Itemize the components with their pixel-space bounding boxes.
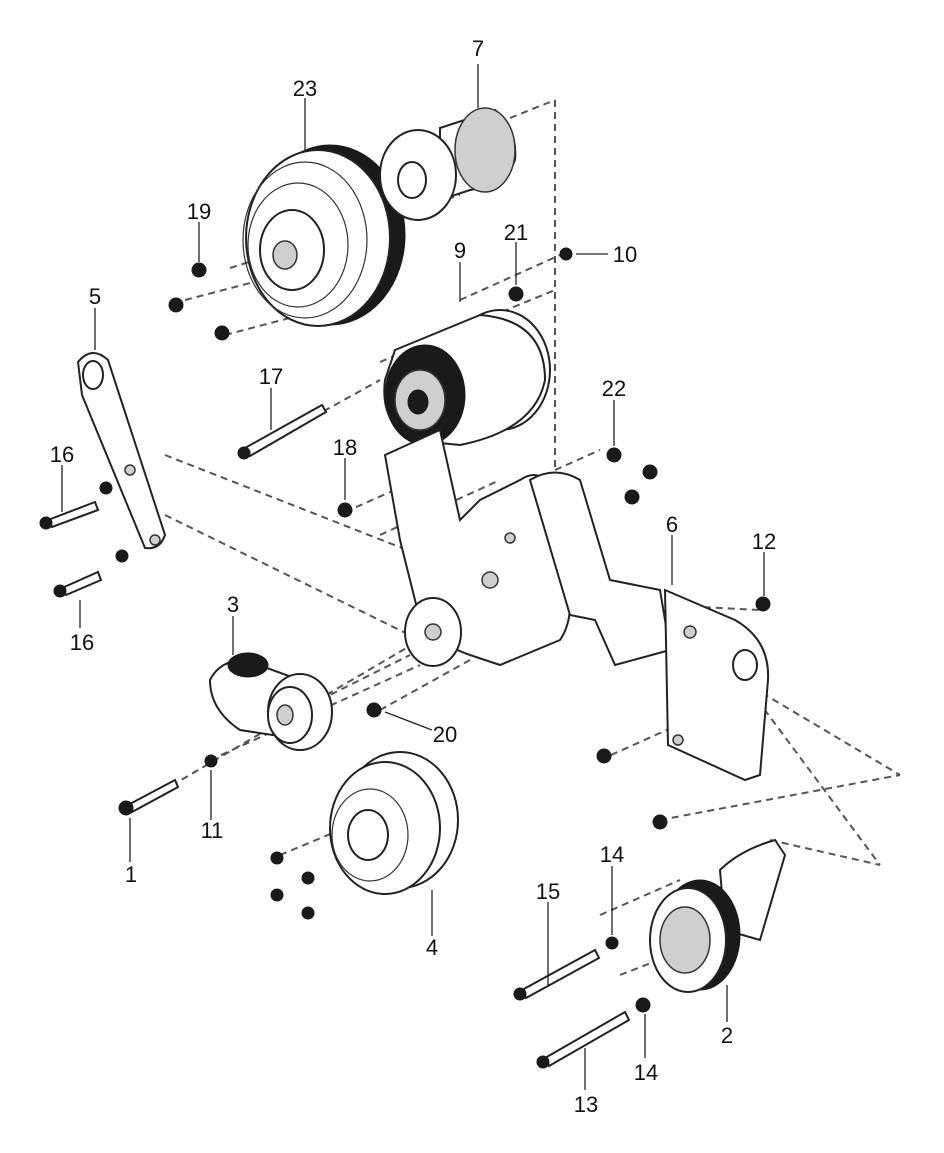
callout-17: 17	[259, 364, 283, 389]
leader-lines	[61, 64, 765, 1090]
callout-2: 2	[721, 1023, 733, 1048]
callout-5: 5	[89, 284, 101, 309]
callout-16-upper: 16	[50, 442, 74, 467]
callout-4: 4	[426, 935, 438, 960]
callout-14-lower: 14	[634, 1060, 658, 1085]
callout-3: 3	[227, 592, 239, 617]
pulley-4	[329, 751, 459, 895]
large-pulley-23	[242, 144, 406, 327]
callout-16-lower: 16	[70, 630, 94, 655]
callout-1: 1	[125, 862, 137, 887]
callout-23: 23	[293, 76, 317, 101]
callout-7: 7	[472, 36, 484, 61]
callout-15: 15	[536, 879, 560, 904]
mounting-bracket	[383, 428, 672, 667]
callout-20: 20	[433, 722, 457, 747]
callout-19: 19	[187, 199, 211, 224]
callout-21: 21	[504, 220, 528, 245]
tensioner-3	[208, 652, 333, 751]
callout-labels: 7 23 19 9 21 10 5 17 22 16 18 6 12 3 16 …	[50, 36, 776, 1117]
callout-6: 6	[666, 512, 678, 537]
adjusting-arm-5	[76, 352, 167, 550]
callout-14-upper: 14	[600, 842, 624, 867]
callout-9: 9	[454, 238, 466, 263]
callout-12: 12	[752, 529, 776, 554]
callout-10: 10	[613, 242, 637, 267]
alternator-9	[383, 309, 551, 447]
bolts	[39, 247, 771, 1069]
pulley-hub-7	[379, 107, 517, 221]
callout-11: 11	[201, 818, 224, 843]
callout-22: 22	[602, 376, 626, 401]
idler-pulley-2	[649, 838, 787, 993]
callout-18: 18	[333, 435, 357, 460]
bracket-plate-6	[663, 588, 770, 782]
callout-13: 13	[574, 1092, 598, 1117]
